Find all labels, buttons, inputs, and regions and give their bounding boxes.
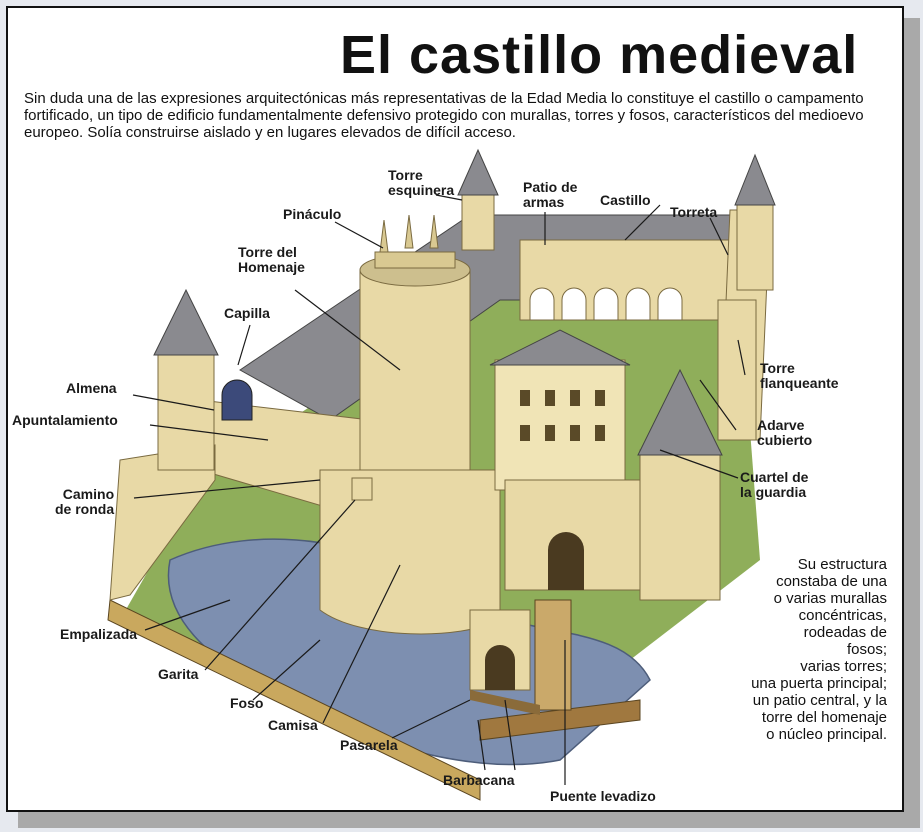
intro-paragraph: Sin duda una de las expresiones arquitec…	[24, 90, 864, 141]
label-cuartel-de-la-guardia: Cuartel de la guardia	[740, 469, 809, 500]
label-patio-de-armas: Patio de armas	[523, 179, 578, 210]
corner-tower-back	[461, 189, 495, 251]
flanking-tower	[717, 299, 757, 441]
label-torre-flanqueante: Torre flanqueante	[760, 360, 839, 391]
label-pasarela: Pasarela	[340, 737, 398, 753]
main-gate	[548, 532, 584, 590]
label-adarve-cubierto: Adarve cubierto	[757, 417, 813, 448]
leader-lines	[132, 194, 746, 785]
sentry-box	[351, 477, 373, 501]
label-foso: Foso	[230, 695, 264, 711]
label-torreta: Torreta	[670, 204, 718, 220]
guard-tower	[639, 449, 721, 601]
poster-title: El castillo medieval	[340, 25, 859, 85]
label-garita: Garita	[158, 666, 199, 682]
chapel-tower	[157, 349, 215, 471]
keep-tower-crown	[374, 251, 456, 269]
chapel-window	[221, 379, 253, 421]
inner-palace	[494, 359, 626, 491]
guard-tower-roof	[637, 368, 723, 456]
corner-tower-right-roof	[734, 153, 776, 206]
label-barbacana: Barbacana	[443, 772, 515, 788]
label-torre-del-homenaje: Torre del Homenaje	[238, 244, 305, 275]
label-capilla: Capilla	[224, 305, 270, 321]
label-camino-de-ronda: Camino de ronda	[55, 486, 115, 517]
label-apuntalamiento: Apuntalamiento	[12, 412, 118, 428]
label-puente-levadizo: Puente levadizo	[550, 788, 656, 804]
label-torre-esquinera: Torre esquinera	[388, 167, 455, 198]
summary-paragraph: Su estructura constaba de una o varias m…	[751, 556, 887, 743]
label-pinaculo: Pináculo	[283, 206, 342, 222]
label-empalizada: Empalizada	[60, 626, 138, 642]
label-castillo: Castillo	[600, 192, 651, 208]
corner-tower-right	[736, 199, 774, 291]
inner-palace-roof	[489, 329, 631, 366]
palisade-wall	[107, 599, 481, 801]
label-almena: Almena	[66, 380, 117, 396]
chapel-tower-roof	[153, 288, 219, 356]
keep-base-camisa	[319, 469, 501, 635]
label-camisa: Camisa	[268, 717, 318, 733]
corner-tower-back-roof	[457, 148, 499, 196]
